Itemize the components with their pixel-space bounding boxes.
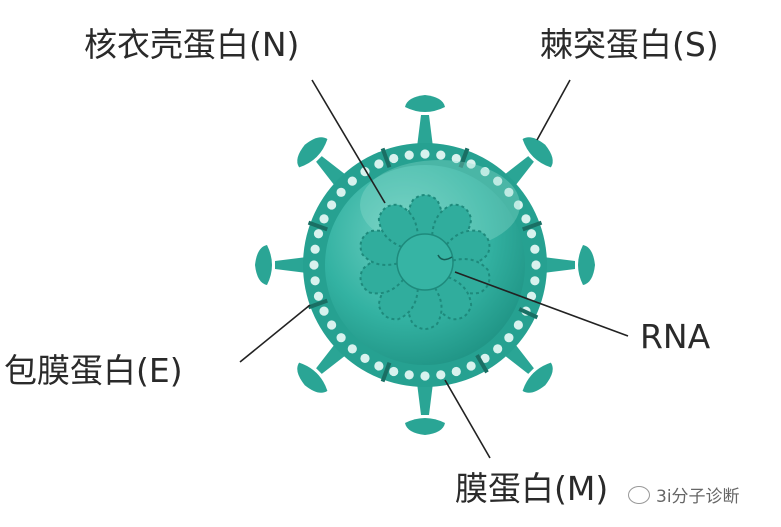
membrane-dot	[336, 333, 346, 343]
membrane-dot	[374, 361, 384, 371]
spike-proteins	[255, 95, 595, 435]
membrane-dot	[347, 176, 357, 186]
nucleocapsid-rna-complex	[359, 194, 491, 330]
watermark: 3i分子诊断	[628, 482, 740, 507]
envelope-mark	[475, 354, 489, 374]
leader-line-m	[444, 379, 491, 459]
leader-lines	[239, 79, 629, 459]
nucleocapsid-petal	[445, 229, 491, 266]
membrane-dot	[466, 361, 476, 371]
membrane-dot	[319, 214, 329, 224]
membrane-dot	[420, 371, 430, 381]
membrane-dot	[327, 200, 337, 210]
membrane-dot	[374, 159, 384, 169]
membrane-dot	[521, 214, 531, 224]
membrane-dot	[480, 353, 490, 363]
membrane-dot	[531, 260, 541, 270]
membrane-dot	[389, 366, 399, 377]
membrane-dot	[504, 187, 514, 197]
watermark-text: 3i分子诊断	[656, 487, 740, 507]
envelope-protein-marks	[307, 147, 543, 383]
label-membrane-protein: 膜蛋白(M)	[455, 469, 609, 508]
membrane-dot	[530, 244, 540, 254]
membrane-dot	[436, 370, 446, 380]
envelope-mark	[307, 220, 328, 232]
membrane-dot	[404, 150, 414, 160]
leader-line-e	[239, 304, 311, 363]
leader-line-rna	[454, 271, 629, 337]
envelope-mark	[522, 220, 543, 232]
membrane-dot	[436, 150, 446, 160]
label-rna: RNA	[640, 317, 711, 356]
membrane-dot	[526, 229, 537, 239]
membrane-dot	[319, 306, 329, 316]
membrane-dot	[310, 244, 320, 254]
leader-line-s	[536, 79, 571, 141]
rna-strand	[437, 254, 453, 261]
label-envelope-protein: 包膜蛋白(E)	[4, 351, 183, 390]
membrane-dot	[451, 366, 461, 377]
membrane-dot	[336, 187, 346, 197]
envelope-mark	[380, 147, 392, 168]
membrane-dot	[389, 153, 399, 164]
membrane-dot	[360, 353, 370, 363]
membrane-dot	[310, 276, 320, 286]
membrane-dot	[466, 159, 476, 169]
label-spike-protein: 棘突蛋白(S)	[540, 25, 719, 64]
membrane-dot	[504, 333, 514, 343]
membrane-dot	[420, 149, 430, 159]
rna-center	[396, 233, 454, 291]
envelope-mark	[380, 362, 392, 383]
membrane-dot	[530, 276, 540, 286]
nucleocapsid-petal	[377, 203, 419, 248]
envelope-mark	[458, 147, 470, 168]
membrane-dot	[313, 291, 324, 301]
nucleocapsid-petal	[359, 258, 405, 295]
membrane-dot	[451, 153, 461, 164]
nucleocapsid-petal	[431, 276, 473, 321]
membrane-dot	[513, 200, 523, 210]
membrane-dot	[347, 344, 357, 354]
leader-line-n	[311, 79, 386, 204]
membrane-dot	[526, 291, 537, 301]
membrane-dot	[404, 370, 414, 380]
membrane-dots	[309, 149, 541, 381]
membrane-dot	[309, 260, 319, 270]
wechat-icon	[628, 485, 650, 504]
membrane-dot	[493, 176, 503, 186]
membrane-dot	[493, 344, 503, 354]
membrane-dot	[313, 229, 324, 239]
label-nucleocapsid-protein: 核衣壳蛋白(N)	[84, 25, 300, 64]
envelope-mark	[518, 307, 539, 320]
membrane-dot	[480, 167, 490, 177]
envelope-mark	[307, 298, 328, 310]
nucleocapsid-petal	[407, 287, 443, 330]
membrane-dot	[327, 320, 337, 330]
membrane-dot	[513, 320, 523, 330]
